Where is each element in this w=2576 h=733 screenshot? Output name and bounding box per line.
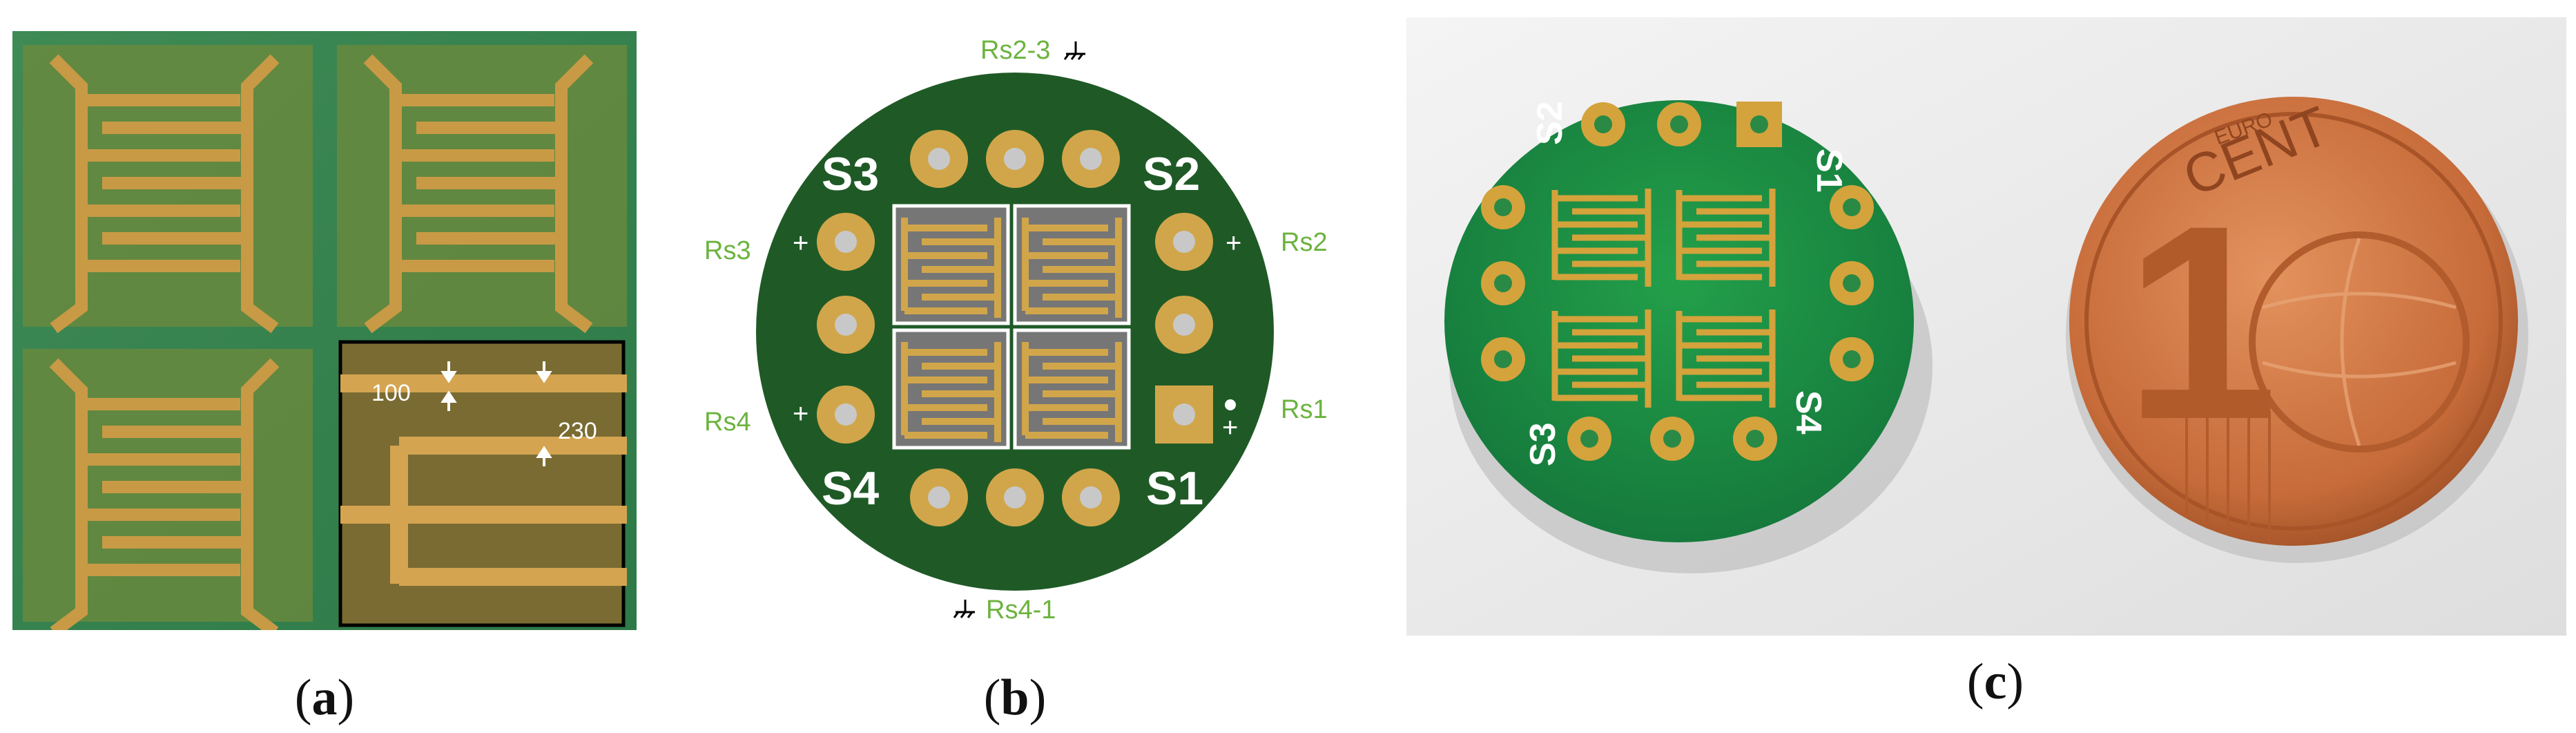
board-s1-label: S1: [1809, 149, 1849, 193]
panel-c: S2 S1 S3 S4 1 EURO CENT: [1406, 17, 2566, 636]
panel-b: S3 S2 S4 S1 + + + + Rs3 Rs4 Rs2 Rs1 Rs2-…: [684, 28, 1346, 636]
inset-width-label: 100: [371, 380, 411, 406]
s2-label: S2: [1143, 148, 1200, 200]
rs2-label: Rs2: [1281, 228, 1328, 257]
ground-icon-top: [1063, 41, 1085, 60]
euro-cent-coin: [2069, 97, 2518, 546]
caption-c: (c): [1966, 654, 2024, 710]
board-s4-label: S4: [1788, 390, 1828, 435]
caption-a: (a): [294, 669, 355, 726]
pin1-dot-marker: [1225, 399, 1236, 410]
rs23-label: Rs2-3: [980, 36, 1050, 65]
panel-a: 100 230: [12, 31, 637, 630]
plus-rs4: +: [793, 399, 808, 429]
plus-rs2: +: [1226, 228, 1241, 258]
panel-a-photo: 100 230: [12, 31, 637, 630]
coin-digit: 1: [2124, 168, 2278, 477]
plus-rs1: +: [1222, 412, 1238, 443]
s3-label: S3: [822, 148, 879, 200]
s1-label: S1: [1146, 462, 1203, 515]
rs1-label: Rs1: [1281, 395, 1328, 424]
board-s3-label: S3: [1523, 422, 1563, 466]
rs41-label: Rs4-1: [986, 596, 1056, 625]
pcb-layout: S3 S2 S4 S1 + + + + Rs3 Rs4 Rs2 Rs1 Rs2-…: [704, 36, 1328, 625]
ground-icon-bottom: [953, 600, 975, 618]
board-s2-label: S2: [1530, 101, 1570, 145]
rs3-label: Rs3: [704, 236, 751, 265]
inset-gap-label: 230: [558, 418, 597, 444]
panel-c-photo: S2 S1 S3 S4 1 EURO CENT: [1406, 17, 2566, 636]
plus-rs3: +: [793, 228, 808, 258]
caption-b: (b): [983, 669, 1047, 726]
rs4-label: Rs4: [704, 408, 751, 437]
s4-label: S4: [822, 462, 879, 515]
